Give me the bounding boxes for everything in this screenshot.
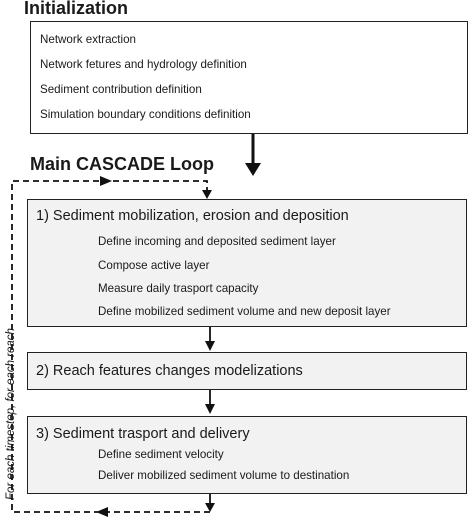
arrow-step-2-to-step-3: [205, 390, 215, 414]
loop-into-step-1-arrowhead: [202, 190, 212, 199]
init-item-network-features: Network fetures and hydrology definition: [40, 58, 247, 71]
step-1-box: 1) Sediment mobilization, erosion and de…: [27, 199, 467, 327]
loop-side-label: For each timestep, for each reach: [5, 328, 17, 500]
arrow-step-1-to-step-2: [205, 327, 215, 351]
step-1-heading: 1) Sediment mobilization, erosion and de…: [36, 208, 349, 224]
init-item-network-extraction: Network extraction: [40, 33, 137, 46]
step-2-box: 2) Reach features changes modelizations: [27, 352, 467, 390]
initialization-box: Network extraction Network fetures and h…: [30, 21, 468, 134]
initialization-title: Initialization: [24, 0, 129, 18]
main-loop-title: Main CASCADE Loop: [30, 154, 214, 174]
step-1-item-active-layer: Compose active layer: [98, 259, 210, 272]
step-1-item-transport-capacity: Measure daily trasport capacity: [98, 282, 259, 295]
arrow-init-to-step-1: [245, 134, 261, 176]
step-3-box: 3) Sediment trasport and delivery Define…: [27, 416, 467, 494]
init-item-sediment-contribution: Sediment contribution definition: [40, 83, 202, 96]
init-item-boundary-conditions: Simulation boundary conditions definitio…: [40, 108, 251, 121]
step-1-item-incoming-layer: Define incoming and deposited sediment l…: [98, 235, 336, 248]
step-1-item-mobilized-volume: Define mobilized sediment volume and new…: [98, 305, 391, 318]
loop-top-arrowhead: [100, 176, 112, 186]
loop-bottom-arrowhead: [96, 507, 108, 517]
step-2-heading: 2) Reach features changes modelizations: [36, 363, 303, 379]
step-3-item-sediment-velocity: Define sediment velocity: [98, 448, 224, 461]
step-3-heading: 3) Sediment trasport and delivery: [36, 426, 250, 442]
arrow-step-3-down: [205, 494, 215, 512]
step-3-item-deliver-volume: Deliver mobilized sediment volume to des…: [98, 469, 350, 482]
